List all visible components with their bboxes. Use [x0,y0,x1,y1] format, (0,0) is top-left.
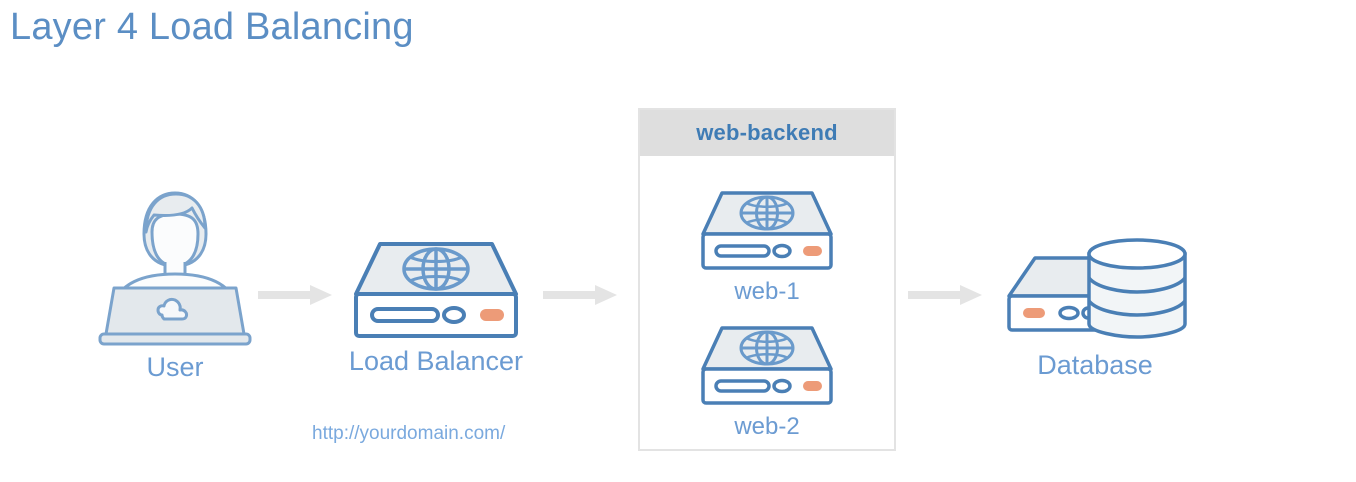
node-web-2[interactable]: web-2 [687,323,847,439]
node-database-label: Database [1037,350,1153,380]
node-user-label: User [146,352,204,382]
load-balancer-url: http://yourdomain.com/ [312,423,506,444]
node-user[interactable]: User [92,176,258,381]
node-web-1[interactable]: web-1 [687,188,847,304]
node-load-balancer-label: Load Balancer [348,346,524,376]
server-globe-icon [687,323,847,409]
server-globe-icon [687,188,847,274]
arrow-backend-to-db [908,283,986,307]
group-web-backend-title: web-backend [696,120,838,145]
node-database[interactable]: Database [997,236,1193,379]
node-web-1-label: web-1 [734,278,800,305]
server-globe-icon [336,238,536,342]
arrow-lb-to-backend [543,283,621,307]
group-web-backend: web-backend [638,108,896,451]
group-web-backend-body: web-1 [640,156,894,449]
arrow-user-to-lb [258,283,336,307]
node-load-balancer[interactable]: Load Balancer [336,238,536,375]
node-web-2-label: web-2 [734,413,800,440]
database-cylinder-icon [997,236,1193,346]
user-laptop-icon [92,176,258,348]
page-title: Layer 4 Load Balancing [10,6,414,48]
group-web-backend-header: web-backend [640,110,894,156]
